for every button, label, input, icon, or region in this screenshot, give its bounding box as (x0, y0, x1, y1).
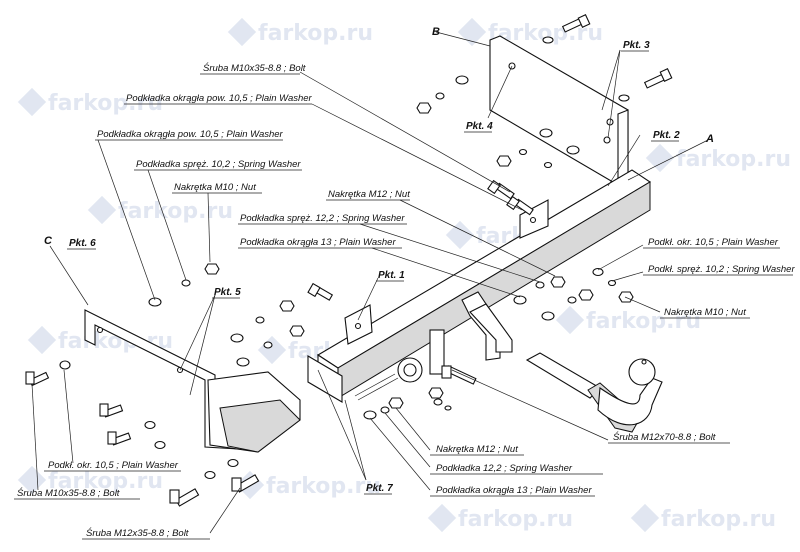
label-washer-13-bottom: Podkładka okrągła 13 ; Plain Washer (436, 485, 592, 496)
watermark-11: farkop.ru (235, 470, 381, 500)
svg-text:farkop.ru: farkop.ru (118, 199, 233, 224)
label-washer-105-bottom-left: Podkł. okr. 10,5 ; Plain Washer (48, 460, 179, 471)
label-spring-102-right: Podkł. spręż. 10,2 ; Spring Washer (648, 264, 795, 275)
part-label-a: A (705, 133, 714, 145)
label-nut-m12-top: Nakrętka M12 ; Nut (328, 189, 410, 200)
label-washer-105-left: Podkładka okrągła pow. 10,5 ; Plain Wash… (97, 129, 284, 140)
watermark-10: farkop.ru (17, 465, 163, 495)
pkt-2-label: Pkt. 2 (653, 130, 680, 141)
tow-ball-hook (525, 352, 663, 433)
label-spring-102-left: Podkładka spręż. 10,2 ; Spring Washer (136, 159, 301, 170)
fasteners (25, 14, 673, 507)
leader-lines (31, 31, 709, 534)
pkt-1-label: Pkt. 1 (378, 270, 405, 281)
label-bolt-m10-top: Śruba M10x35-8.8 ; Bolt (203, 62, 306, 74)
watermark-6: farkop.ru (645, 143, 791, 173)
label-nut-m12-bottom: Nakrętka M12 ; Nut (436, 444, 518, 455)
watermark-4: farkop.ru (87, 195, 233, 225)
label-bolt-m12x70: Śruba M12x70-8.8 ; Bolt (613, 431, 716, 443)
svg-text:farkop.ru: farkop.ru (48, 91, 163, 116)
label-bolt-m12x35: Śruba M12x35-8.8 ; Bolt (86, 527, 189, 539)
pkt-7-label: Pkt. 7 (366, 483, 393, 494)
watermark-2: farkop.ru (227, 17, 373, 47)
bolt (231, 474, 260, 493)
bolt (487, 179, 515, 200)
bolt (25, 371, 50, 387)
crossbar-a (307, 169, 652, 403)
pkt-3-label: Pkt. 3 (623, 40, 650, 51)
bolt (99, 403, 124, 418)
pkt-6-label: Pkt. 6 (69, 238, 96, 249)
watermark-12: farkop.ru (427, 503, 573, 533)
part-label-b: B (432, 26, 440, 38)
label-nut-m10-left: Nakrętka M10 ; Nut (174, 182, 256, 193)
bolt (561, 14, 591, 33)
bracket-c (84, 309, 301, 453)
bolt (307, 282, 334, 301)
svg-text:farkop.ru: farkop.ru (48, 469, 163, 494)
bolt (169, 488, 200, 507)
bolt (107, 431, 132, 446)
svg-text:farkop.ru: farkop.ru (586, 309, 701, 334)
label-bolt-m10-bottom-left: Śruba M10x35-8.8 ; Bolt (17, 487, 120, 499)
watermark-1: farkop.ru (17, 87, 163, 117)
bolt (441, 365, 477, 385)
svg-text:farkop.ru: farkop.ru (266, 474, 381, 499)
label-washer-13-top: Podkładka okrągła 13 ; Plain Washer (240, 237, 396, 248)
watermark-9: farkop.ru (555, 305, 701, 335)
part-label-c: C (44, 235, 53, 247)
watermark-13: farkop.ru (630, 503, 776, 533)
label-nut-m10-right: Nakrętka M10 ; Nut (664, 307, 746, 318)
pkt-4-label: Pkt. 4 (466, 121, 493, 132)
svg-text:farkop.ru: farkop.ru (676, 147, 791, 172)
svg-text:farkop.ru: farkop.ru (458, 507, 573, 532)
label-spring-122-bottom: Podkładka 12,2 ; Spring Washer (436, 463, 573, 474)
label-spring-122-top: Podkładka spręż. 12,2 ; Spring Washer (240, 213, 405, 224)
bolt (643, 68, 673, 89)
label-washer-105-right: Podkł. okr. 10,5 ; Plain Washer (648, 237, 779, 248)
bolt (506, 195, 534, 216)
label-washer-105-top: Podkładka okrągła pow. 10,5 ; Plain Wash… (126, 93, 313, 104)
svg-text:farkop.ru: farkop.ru (258, 21, 373, 46)
pkt-5-label: Pkt. 5 (214, 287, 241, 298)
bracket-b (489, 35, 629, 186)
svg-text:farkop.ru: farkop.ru (661, 507, 776, 532)
